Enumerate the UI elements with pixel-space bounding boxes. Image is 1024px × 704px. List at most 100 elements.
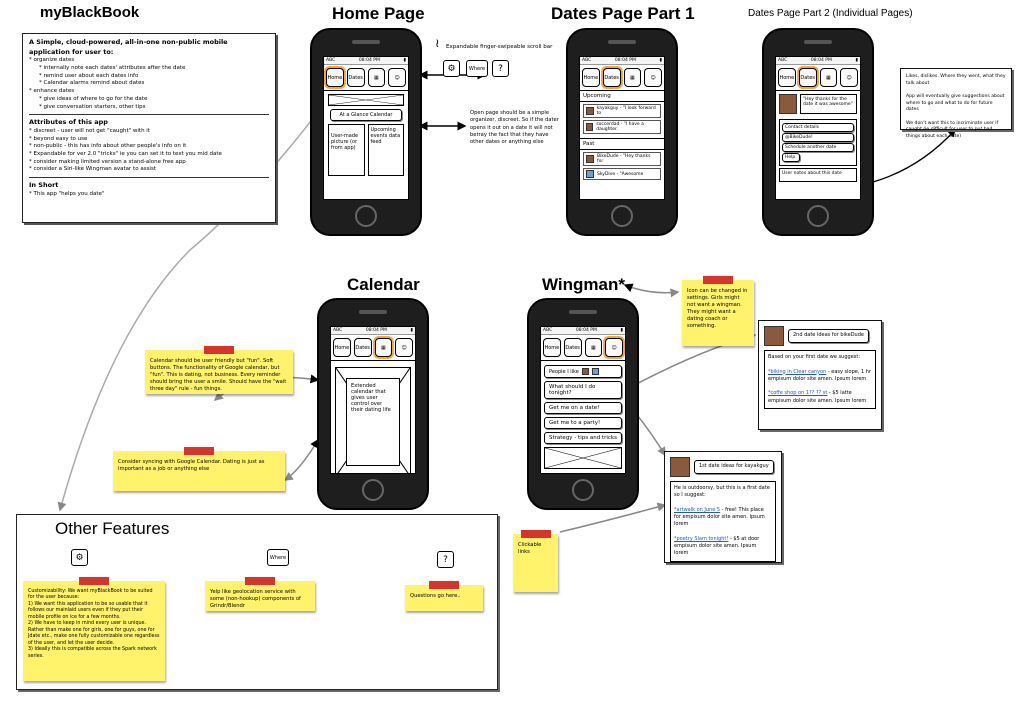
schedule-date-button[interactable]: Schedule another date xyxy=(782,143,854,152)
calendar-icon[interactable]: ▦ xyxy=(367,68,386,87)
at-a-glance-calendar[interactable]: At a Glance Calendar xyxy=(330,109,402,121)
get-date-button[interactable]: Get me on a date! xyxy=(544,402,622,414)
squiggle-icon: ≀ xyxy=(435,36,440,50)
scrollbar-note: Expandable finger-swipeable scroll bar xyxy=(446,44,553,50)
attribute-line: * Expandable for ver 2.0 "tricks" ie you… xyxy=(29,150,222,157)
tab-dates[interactable]: Dates xyxy=(353,338,372,357)
open-page-note: Open page should be a simple organizer, … xyxy=(470,110,559,146)
kayakguy-popup: 1st date ideas for kayakguy He is outdoo… xyxy=(664,451,782,563)
avatar xyxy=(779,94,797,114)
tab-dates[interactable]: Dates xyxy=(798,68,817,87)
contact-details-button[interactable]: Contact details xyxy=(782,123,854,132)
calendar-icon[interactable]: ▦ xyxy=(623,68,642,87)
bikedude-popup: 2nd date ideas for bikeDude Based on you… xyxy=(758,320,882,430)
calendar-note-1: Calendar should be user friendly but "fu… xyxy=(145,346,293,394)
upcoming-header: Upcoming xyxy=(580,91,664,102)
in-short-line: * This app "helps you date" xyxy=(29,190,105,197)
question-icon: ? xyxy=(492,60,509,77)
calendar-title: Calendar xyxy=(347,275,420,294)
attribute-line: * beyond easy to use xyxy=(29,135,88,142)
where-icon: Where xyxy=(466,60,488,77)
tab-home[interactable]: Home xyxy=(326,68,344,87)
tab-home[interactable]: Home xyxy=(582,68,600,87)
attribute-line: * consider making limited version a stan… xyxy=(29,158,186,165)
calendar-icon[interactable]: ▦ xyxy=(819,68,838,87)
people-i-like[interactable]: People I like xyxy=(544,365,622,378)
wingman-icon[interactable]: ☺ xyxy=(605,338,623,357)
tab-dates[interactable]: Dates xyxy=(346,68,365,87)
wingman-icon[interactable]: ☺ xyxy=(644,68,662,87)
tonight-button[interactable]: What should I do tonight? xyxy=(544,381,622,399)
date-row[interactable]: soccerdad - "I have a daughter. xyxy=(583,120,661,134)
question-icon: ? xyxy=(437,551,454,568)
help-button[interactable]: Help xyxy=(782,153,800,162)
suggestion-link[interactable]: *poetry Slam tonight! xyxy=(674,535,729,542)
calendar-icon[interactable]: ▦ xyxy=(584,338,603,357)
dates1-title: Dates Page Part 1 xyxy=(551,4,695,23)
events-feed[interactable]: Upcoming events data feed xyxy=(367,124,404,176)
clickable-links-note: Clickable links xyxy=(513,530,558,592)
in-short-title: In Short xyxy=(29,181,59,189)
description-line: * Calendar alarms remind about dates xyxy=(39,80,145,87)
tab-home[interactable]: Home xyxy=(333,338,351,357)
description-line: * remind user about each dates info xyxy=(39,72,139,79)
app-title: myBlackBook xyxy=(40,4,140,21)
suggestion-link[interactable]: *coffe shop on 1?? ?? st xyxy=(768,390,828,397)
customizability-note: Customizability: We want myBlackBook to … xyxy=(23,577,165,681)
wingman-title: Wingman* xyxy=(542,275,625,294)
home-page-title: Home Page xyxy=(332,4,425,23)
attributes-title: Attributes of this app xyxy=(29,118,108,127)
wingman-icon[interactable]: ☺ xyxy=(388,68,406,87)
popup-title: 1st date ideas for kayakguy xyxy=(694,460,774,474)
suggestion-link[interactable]: *artwalk on June 5 xyxy=(674,506,721,513)
questions-note: Questions go here.. xyxy=(405,581,483,611)
description-line: * organize dates xyxy=(29,57,75,64)
tab-dates[interactable]: Dates xyxy=(602,68,621,87)
description-line: * internally note each dates' attributes… xyxy=(39,65,186,72)
other-features-title: Other Features xyxy=(55,519,170,538)
date-row[interactable]: BikeDude - "Hey thanks for xyxy=(583,152,661,166)
other-features-panel: Other Features ⚙ Where ? Customizability… xyxy=(16,514,498,690)
date-quote: "Hey thanks for the date it was awesome" xyxy=(800,94,857,114)
wingman-icon[interactable]: ☺ xyxy=(840,68,858,87)
avatar xyxy=(764,326,784,346)
app-description: A Simple, cloud-powered, all-in-one non-… xyxy=(22,33,276,223)
dates2-note: Likes, dislikes. Where they went, what t… xyxy=(900,68,1012,139)
date-row[interactable]: SkyDive - "Awesome xyxy=(583,168,661,180)
user-notes-field[interactable]: User notes about this date xyxy=(779,168,857,182)
party-button[interactable]: Get me to a party! xyxy=(544,417,622,429)
wingman-icon[interactable]: ☺ xyxy=(395,338,413,357)
calendar-arrow-2 xyxy=(283,438,319,481)
description-line: * give conversation starters, other tips xyxy=(39,103,146,110)
wingman-icon-arrow xyxy=(623,283,680,298)
attribute-line: * discreet - user will not get "caught" … xyxy=(29,127,150,134)
avatar xyxy=(670,457,690,477)
extended-calendar[interactable]: Extended calendar that gives user contro… xyxy=(335,367,411,473)
tab-dates[interactable]: Dates xyxy=(563,338,582,357)
description-headline: A Simple, cloud-powered, all-in-one non-… xyxy=(29,38,228,56)
strategy-button[interactable]: Strategy - tips and tricks xyxy=(544,432,622,444)
suggestion-link[interactable]: *biking in Clear canyon xyxy=(768,368,827,375)
wingman-icon-note: Icon can be changed in settings. Girls m… xyxy=(682,276,754,346)
popup-title: 2nd date ideas for bikeDude xyxy=(788,329,869,343)
handle-button[interactable]: @BikeDude! xyxy=(782,133,854,142)
home-header-placeholder xyxy=(328,94,404,106)
geolocation-note: Yelp like geolocation service with some … xyxy=(205,577,315,611)
calendar-icon[interactable]: ▦ xyxy=(374,338,393,357)
user-picture[interactable]: User-made picture (or from app) xyxy=(328,124,365,176)
description-line: * give ideas of where to go for the date xyxy=(39,95,148,102)
attribute-line: * non-public - this has info about other… xyxy=(29,143,187,150)
past-header: Past xyxy=(580,138,664,150)
attribute-line: * consider a Siri-like Wingman avatar to… xyxy=(29,166,156,173)
description-line: * enhance dates xyxy=(29,88,75,95)
tab-home[interactable]: Home xyxy=(778,68,796,87)
where-icon: Where xyxy=(267,549,289,566)
tab-home[interactable]: Home xyxy=(543,338,561,357)
date-row[interactable]: kayakguy - "I look forward to xyxy=(583,104,661,118)
